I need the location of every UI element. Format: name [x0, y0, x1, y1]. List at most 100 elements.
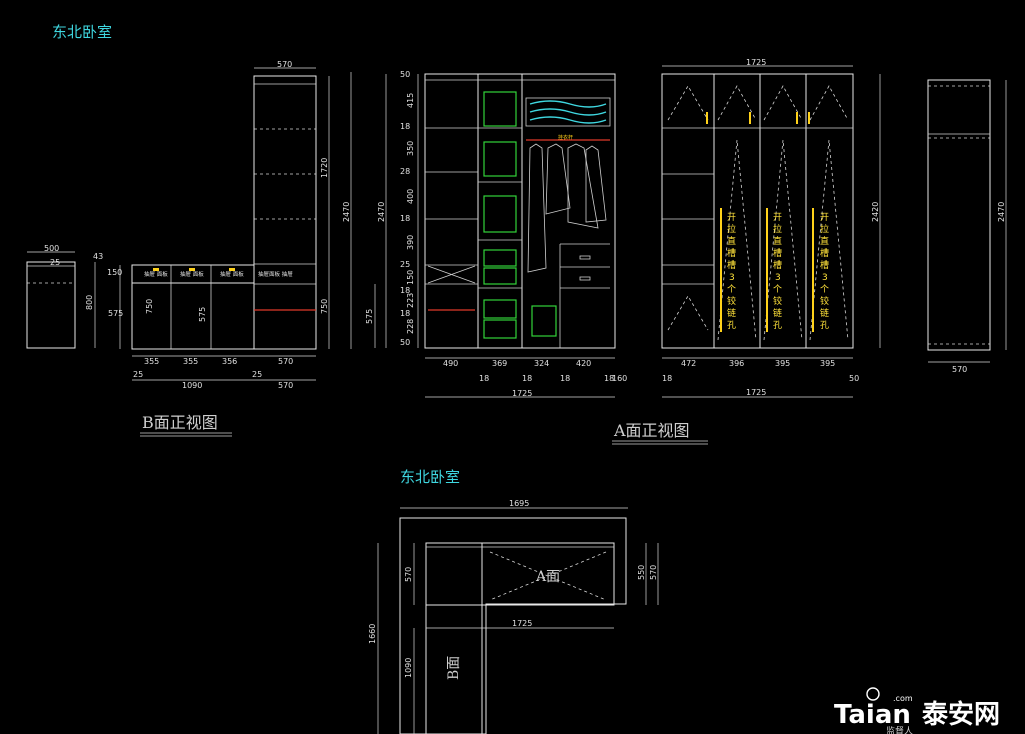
b-dim-355b: 355	[183, 357, 198, 366]
watermark-brand: Taian	[834, 700, 911, 730]
plan-overall-height: 1660	[368, 624, 377, 644]
storage-box-5	[483, 267, 517, 285]
hanging-coat-3	[567, 143, 599, 229]
plan-a-cross	[489, 551, 607, 601]
b-dim-355a: 355	[144, 357, 159, 366]
door-frame	[661, 73, 854, 349]
hanging-coat-1	[527, 143, 547, 273]
a-drawer-handle-2	[579, 276, 591, 281]
b-total-570: 570	[278, 381, 293, 390]
hanging-coat-4	[585, 145, 607, 223]
a-ldim-4: 28	[400, 167, 410, 176]
a-gap-0: 18	[479, 374, 489, 383]
side-table-offset: 43	[93, 252, 103, 261]
door-swing-5	[717, 139, 757, 341]
side-table-top-dim: 25	[50, 258, 60, 267]
plan-wall-outline	[399, 517, 627, 734]
a-ldim-6: 18	[400, 214, 410, 223]
door-w-472: 472	[681, 359, 696, 368]
b-sub-25b: 25	[252, 370, 262, 379]
room-title-bottom: 东北卧室	[400, 468, 460, 486]
door-swing-3	[763, 85, 803, 121]
watermark-cn: 泰安网	[922, 700, 1000, 730]
plan-a-cabinet	[425, 542, 615, 606]
hanging-coat-2	[545, 143, 571, 215]
b-view-caption: B面正视图	[142, 413, 218, 432]
door-swing-6	[763, 139, 803, 341]
drawer-handle-3	[229, 268, 235, 271]
drawer-label-3: 抽屉 面板	[220, 270, 244, 278]
plan-top-width: 1695	[509, 499, 529, 508]
plan-a-depth-2: 570	[649, 565, 658, 580]
storage-box-3	[483, 195, 517, 233]
plan-b-length: 1090	[404, 658, 413, 678]
plan-a-width: 1725	[512, 619, 532, 628]
a-drawer-handle-1	[579, 255, 591, 260]
rod-label: 挂衣杆	[558, 134, 573, 141]
site-watermark: .com Taian 泰安网 监督人	[834, 687, 1000, 734]
door-swing-2	[717, 85, 757, 121]
a-left-total: 2470	[377, 202, 386, 222]
a-ldim-2: 18	[400, 122, 410, 131]
b-dim-570: 570	[278, 357, 293, 366]
a-ldim-5: 400	[406, 189, 415, 204]
door-swing-8	[667, 295, 709, 331]
door-total: 1725	[746, 388, 766, 397]
a-gap-1: 18	[522, 374, 532, 383]
storage-box-8	[531, 305, 557, 337]
a-gap-3: 18	[604, 374, 614, 383]
plan-b-label: B面	[446, 656, 462, 680]
side-table-height: 800	[85, 295, 94, 310]
door-edge-50: 50	[849, 374, 859, 383]
drawer-handle-2	[189, 268, 195, 271]
side-table	[26, 261, 76, 349]
a-gap-2: 18	[560, 374, 570, 383]
door-w-396: 396	[729, 359, 744, 368]
drawer-handle-1	[153, 268, 159, 271]
storage-box-7	[483, 319, 517, 339]
a-cabinet-frame	[424, 73, 616, 349]
plan-left-depth: 570	[404, 567, 413, 582]
tall-column	[253, 75, 317, 350]
a-w-324: 324	[534, 359, 549, 368]
plan-a-label: A面	[535, 569, 560, 585]
room-title-top: 东北卧室	[52, 23, 112, 41]
door-swing-1	[667, 85, 709, 121]
plan-b-cabinet	[425, 604, 483, 734]
desk-h-150: 150	[107, 268, 122, 277]
side-table-width: 500	[44, 244, 59, 253]
side-elevation-view: 2470 570	[927, 79, 1007, 374]
folded-clothes-1	[529, 100, 607, 108]
door-top-total: 1725	[746, 58, 766, 67]
a-ldim-0: 50	[400, 70, 410, 79]
door-edge-18: 18	[662, 374, 672, 383]
drawer-label-2: 抽屉 面板	[180, 270, 204, 278]
door-height: 2420	[871, 202, 880, 222]
a-ldim-13: 228	[406, 319, 415, 334]
drawer-label-4: 抽屉面板 抽屉	[258, 270, 293, 278]
side-width: 570	[952, 365, 967, 374]
column-h-750: 750	[320, 299, 329, 314]
door-swing-7	[809, 139, 849, 341]
a-ldim-8: 25	[400, 260, 410, 269]
column-total: 2470	[342, 202, 351, 222]
storage-box-4	[483, 249, 517, 267]
storage-box-6	[483, 299, 517, 319]
watermark-orbit-icon	[866, 687, 880, 701]
b-total-1090: 1090	[182, 381, 202, 390]
b-dim-356: 356	[222, 357, 237, 366]
a-left-cross-2	[427, 265, 476, 284]
b-elevation-view: 500 25 800 43 抽屉 面板 抽屉 面板 抽屉 面板 抽屉面板 抽屉 …	[26, 60, 352, 437]
a-lower-height: 575	[365, 309, 374, 324]
drawer-label-1: 抽屉 面板	[144, 270, 168, 278]
a-ldim-3: 350	[406, 141, 415, 156]
a-total: 1725	[512, 389, 532, 398]
door-w-395a: 395	[775, 359, 790, 368]
a-ldim-14: 50	[400, 338, 410, 347]
folded-clothes-2	[529, 108, 607, 116]
a-right-top-bay	[525, 97, 611, 127]
watermark-footer: 监督人	[886, 725, 913, 734]
